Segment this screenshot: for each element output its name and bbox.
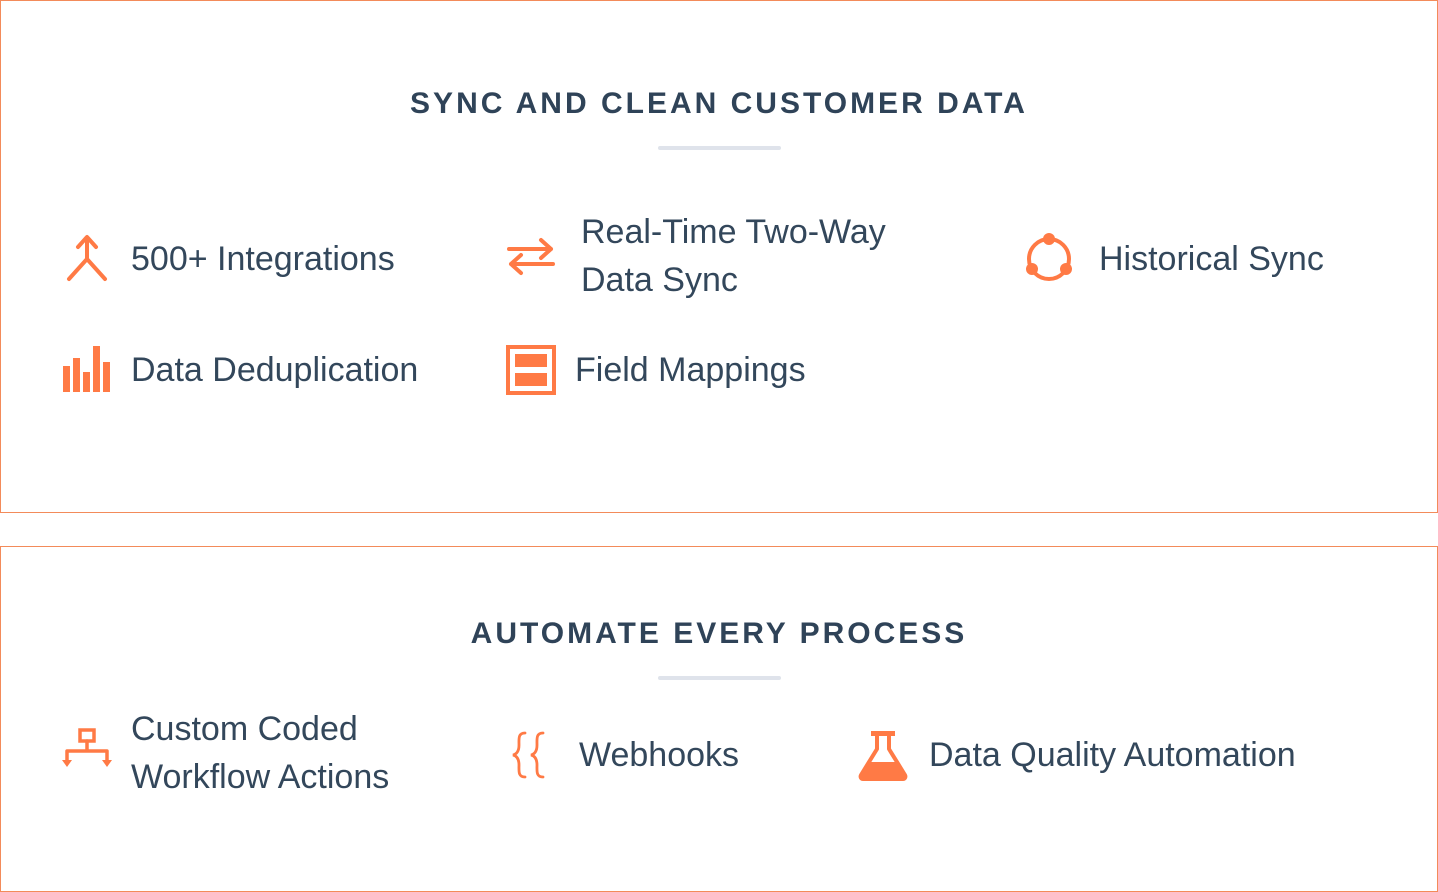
feature-label-line: Workflow Actions bbox=[131, 758, 390, 796]
feature-label: Field Mappings bbox=[575, 351, 806, 389]
bar-chart-icon bbox=[61, 344, 113, 396]
feature-data-quality: Data Quality Automation bbox=[857, 729, 1296, 781]
title-divider bbox=[658, 676, 781, 680]
feature-label: 500+ Integrations bbox=[131, 240, 395, 278]
sync-clean-panel: SYNC AND CLEAN CUSTOMER DATA 500+ Integr… bbox=[0, 0, 1438, 513]
merge-arrow-icon bbox=[61, 233, 113, 285]
two-way-arrows-icon bbox=[505, 230, 557, 282]
feature-historical-sync: Historical Sync bbox=[1023, 233, 1324, 285]
title-divider bbox=[658, 146, 781, 150]
feature-label: Data Deduplication bbox=[131, 351, 419, 389]
feature-custom-coded-actions: Custom Coded Workflow Actions bbox=[61, 705, 451, 801]
feature-label-line: Custom Coded bbox=[131, 710, 358, 748]
feature-label: Historical Sync bbox=[1099, 240, 1324, 278]
section-title-automate: AUTOMATE EVERY PROCESS bbox=[470, 617, 968, 650]
feature-label: Custom Coded Workflow Actions bbox=[131, 705, 451, 801]
workflow-branch-icon bbox=[61, 727, 113, 779]
feature-label: Webhooks bbox=[579, 736, 740, 774]
feature-label: Real-Time Two-Way Data Sync bbox=[581, 208, 941, 304]
curly-braces-icon bbox=[505, 729, 557, 781]
flask-icon bbox=[857, 729, 909, 781]
feature-label-line: Data Sync bbox=[581, 261, 738, 299]
automate-panel: AUTOMATE EVERY PROCESS Custom Coded Work… bbox=[0, 546, 1438, 892]
feature-label: Data Quality Automation bbox=[929, 736, 1296, 774]
cycle-nodes-icon bbox=[1023, 233, 1075, 285]
section-title-sync: SYNC AND CLEAN CUSTOMER DATA bbox=[410, 87, 1028, 120]
field-mapping-icon bbox=[505, 344, 557, 396]
feature-two-way-sync: Real-Time Two-Way Data Sync bbox=[505, 208, 941, 304]
feature-label-line: Real-Time Two-Way bbox=[581, 213, 886, 251]
feature-deduplication: Data Deduplication bbox=[61, 344, 418, 396]
feature-integrations: 500+ Integrations bbox=[61, 233, 395, 285]
feature-field-mappings: Field Mappings bbox=[505, 344, 806, 396]
feature-webhooks: Webhooks bbox=[505, 729, 739, 781]
